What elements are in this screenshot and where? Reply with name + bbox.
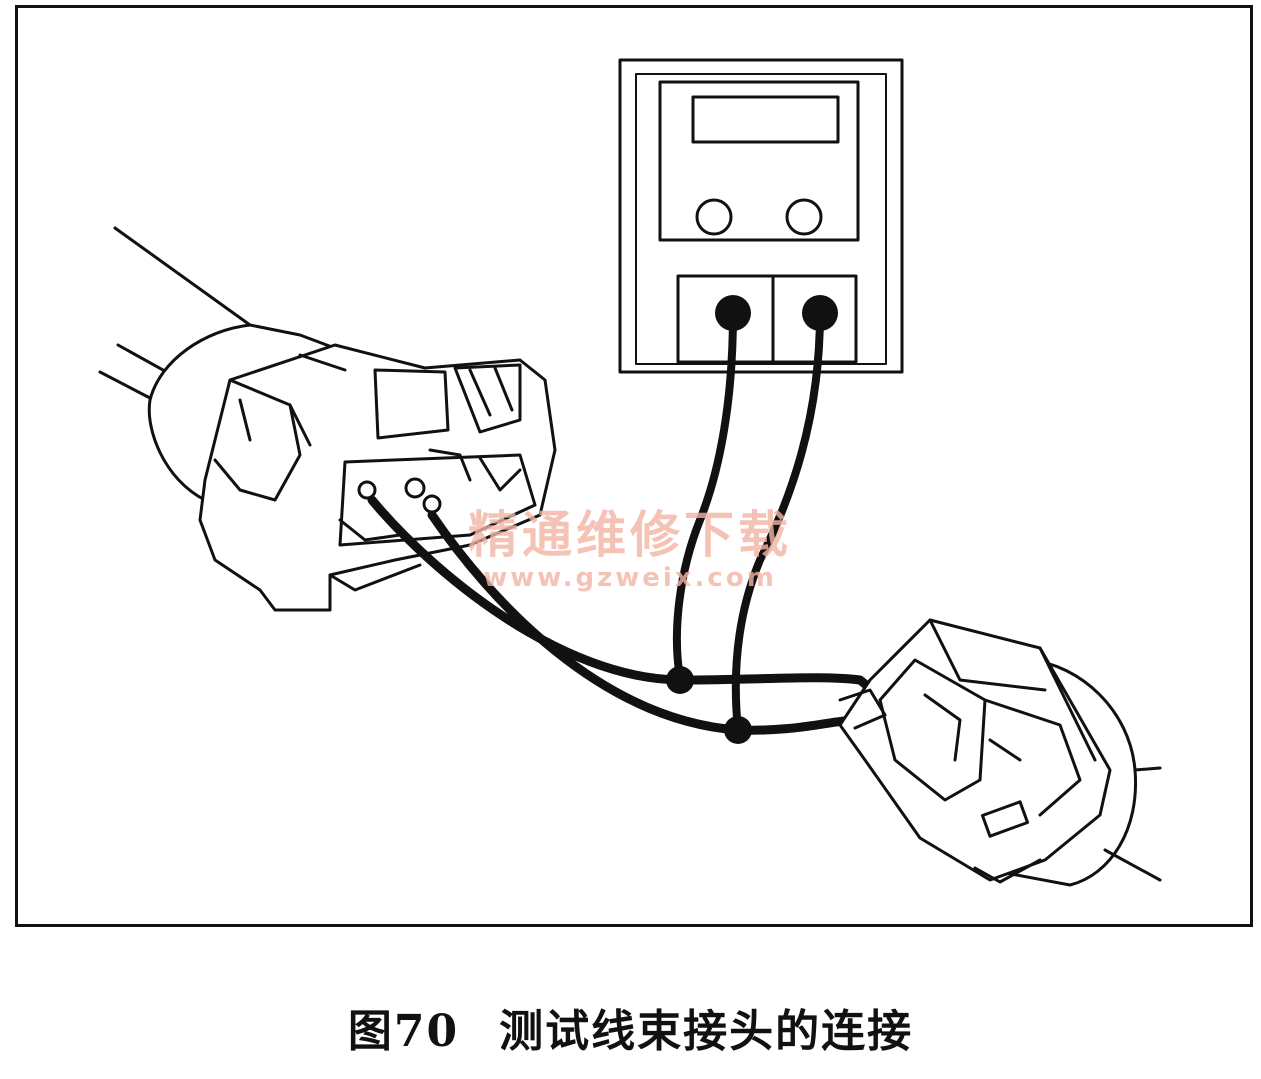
multimeter (618, 58, 904, 374)
multimeter-display (691, 95, 840, 144)
harness-wire-upper (367, 495, 940, 745)
harness-wires (367, 495, 955, 765)
left-connector (98, 226, 557, 612)
right-connector (838, 618, 1162, 887)
probe-contact-right (724, 716, 752, 744)
probe-lead-right (731, 309, 824, 734)
figure-label: 图70 (347, 1006, 460, 1057)
harness-wire-lower (427, 510, 955, 765)
probe-lead-left (672, 309, 737, 682)
figure-title: 测试线束接头的连接 (499, 1006, 914, 1057)
probe-leads (666, 309, 824, 744)
probe-contact-left (666, 666, 694, 694)
multimeter-knob-right (785, 198, 823, 236)
figure-caption: 图70 测试线束接头的连接 (0, 995, 1261, 1059)
multimeter-knob-left (695, 198, 733, 236)
